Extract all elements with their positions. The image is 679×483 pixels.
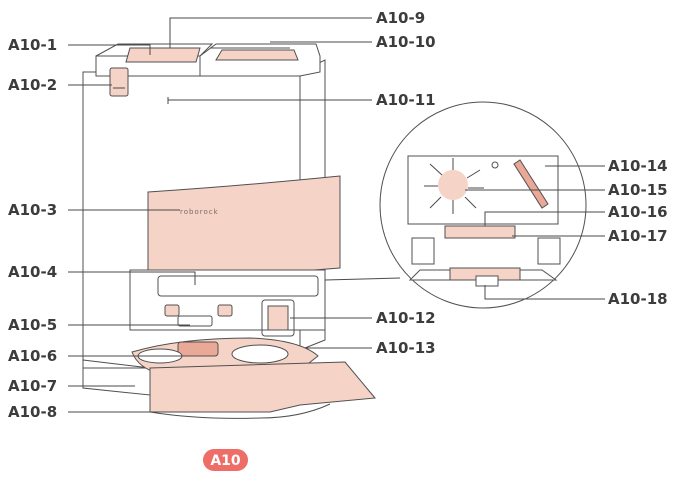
label-a10-7: A10-7 — [8, 377, 57, 395]
label-a10-15: A10-15 — [608, 181, 668, 199]
label-a10-11: A10-11 — [376, 91, 436, 109]
label-a10-6: A10-6 — [8, 347, 57, 365]
dust-cover: roborock — [147, 175, 341, 281]
base-section — [129, 269, 326, 337]
figure-badge: A10 — [203, 449, 248, 471]
label-a10-4: A10-4 — [8, 263, 57, 281]
label-a10-16: A10-16 — [608, 203, 668, 221]
label-a10-3: A10-3 — [8, 201, 57, 219]
label-a10-10: A10-10 — [376, 33, 436, 51]
water-tanks — [95, 43, 321, 77]
label-a10-5: A10-5 — [8, 316, 57, 334]
label-a10-1: A10-1 — [8, 36, 57, 54]
label-a10-12: A10-12 — [376, 309, 436, 327]
label-a10-9: A10-9 — [376, 9, 425, 27]
label-a10-2: A10-2 — [8, 76, 57, 94]
label-a10-8: A10-8 — [8, 403, 57, 421]
label-a10-14: A10-14 — [608, 157, 668, 175]
callout-labels: A10-1 A10-2 A10-3 A10-4 A10-5 A10-6 A10-… — [8, 9, 668, 421]
leader-lines — [68, 17, 605, 413]
label-a10-18: A10-18 — [608, 290, 668, 308]
detail-magnifier — [324, 101, 587, 309]
label-a10-13: A10-13 — [376, 339, 436, 357]
tank-handle — [109, 67, 129, 97]
ramp — [149, 361, 376, 419]
brand-logo: roborock — [180, 208, 219, 216]
figure-badge-text: A10 — [210, 453, 241, 469]
label-a10-17: A10-17 — [608, 227, 668, 245]
